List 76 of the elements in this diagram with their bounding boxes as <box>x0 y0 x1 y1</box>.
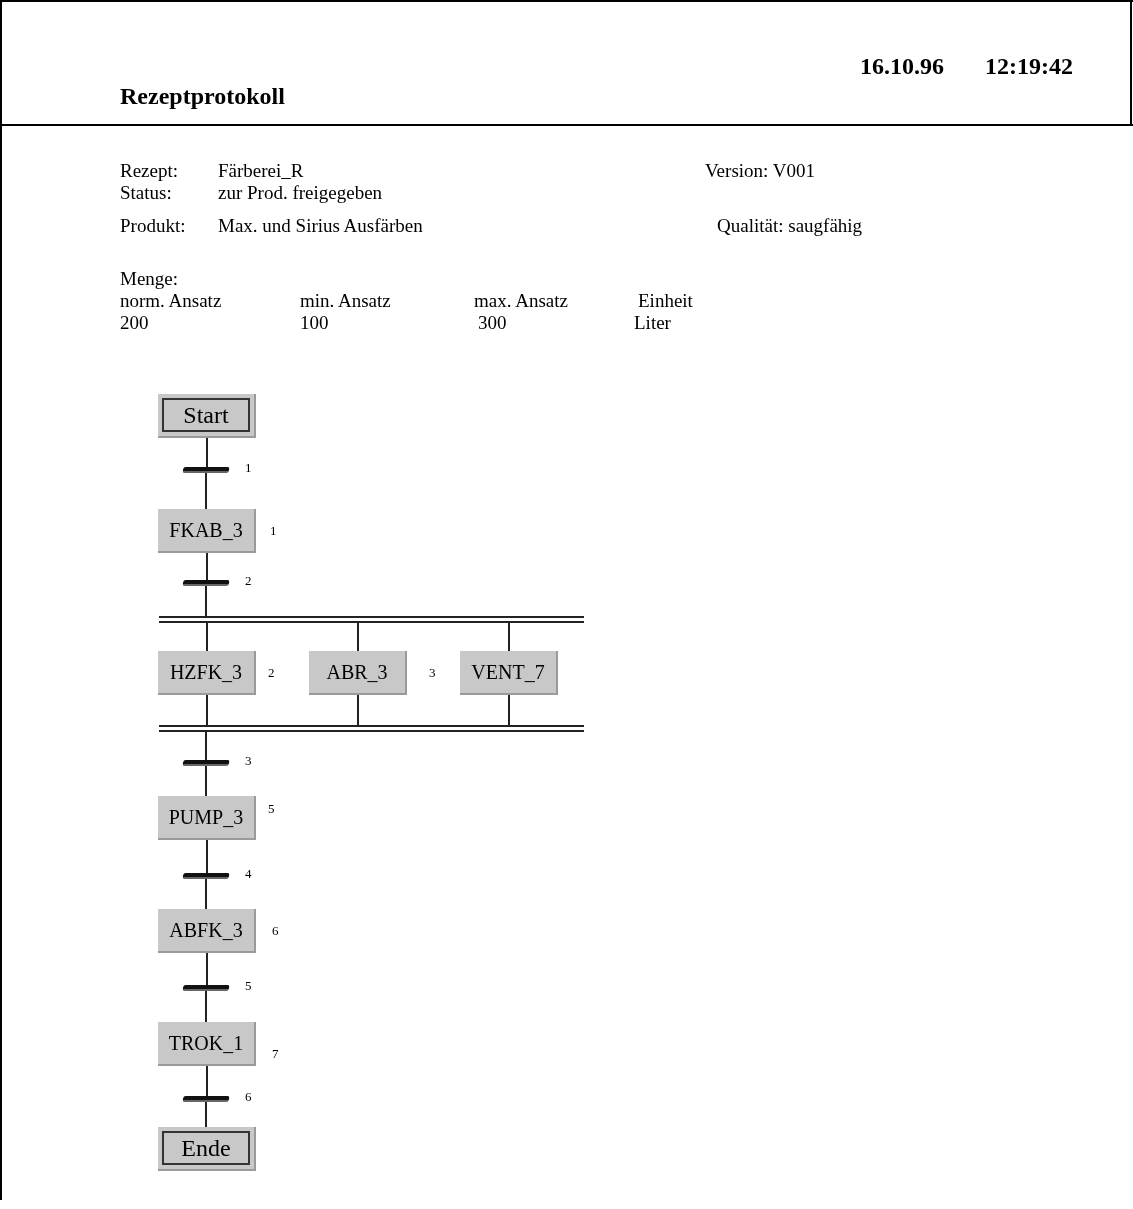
step-box <box>158 909 256 953</box>
field-text: 100 <box>300 312 329 334</box>
field-text: Menge: <box>120 268 179 290</box>
connector-line <box>206 622 208 652</box>
field-text: Version: V001 <box>705 160 815 182</box>
field-text: max. Ansatz <box>474 290 568 312</box>
connector-line <box>205 585 207 617</box>
step-box <box>309 651 407 695</box>
transition-bar <box>182 467 230 473</box>
connector-line <box>206 694 208 726</box>
connector-line <box>508 622 510 652</box>
connector-line <box>206 839 208 874</box>
step-label: Start <box>162 398 250 432</box>
step-number: 3 <box>429 665 436 680</box>
field-text: zur Prod. freigegeben <box>218 182 383 204</box>
field-text: Rezept: <box>120 160 179 182</box>
terminal-step-box <box>158 394 256 438</box>
step-box <box>158 796 256 840</box>
step-label: HZFK_3 <box>169 660 243 684</box>
step-number: 2 <box>268 665 275 680</box>
step-number: 5 <box>245 978 252 993</box>
connector-line <box>357 694 359 726</box>
step-box <box>460 651 558 695</box>
step-number: 3 <box>245 753 252 768</box>
field-text: 300 <box>478 312 507 334</box>
step-label: VENT_7 <box>471 660 545 684</box>
transition-bar <box>182 873 230 879</box>
connector-line <box>206 552 208 581</box>
step-label: ABFK_3 <box>169 918 243 942</box>
field-text: Status: <box>120 182 172 204</box>
connector-line <box>205 878 207 910</box>
step-number: 1 <box>270 523 277 538</box>
step-label: FKAB_3 <box>169 518 243 542</box>
field-text: 200 <box>120 312 149 334</box>
step-box <box>158 1022 256 1066</box>
step-number: 7 <box>272 1046 279 1061</box>
connector-line <box>205 731 207 761</box>
step-number: 5 <box>268 801 275 816</box>
field-text: norm. Ansatz <box>120 290 222 312</box>
step-number: 6 <box>272 923 279 938</box>
field-text: min. Ansatz <box>300 290 391 312</box>
step-box <box>158 651 256 695</box>
transition-bar <box>182 985 230 991</box>
connector-line <box>206 952 208 986</box>
step-label: PUMP_3 <box>168 805 244 829</box>
step-number: 1 <box>245 460 252 475</box>
field-text: Produkt: <box>120 215 186 237</box>
connector-line <box>205 990 207 1023</box>
field-text: Färberei_R <box>218 160 304 182</box>
transition-bar <box>182 580 230 586</box>
step-number: 2 <box>245 573 252 588</box>
step-label: TROK_1 <box>168 1031 244 1055</box>
step-label: ABR_3 <box>326 660 388 684</box>
field-text: Qualität: saugfähig <box>717 215 863 237</box>
transition-bar <box>182 1096 230 1102</box>
step-number: 6 <box>245 1089 252 1104</box>
parallel-branch-double-line <box>159 725 584 732</box>
header-text: 16.10.96 <box>860 52 944 80</box>
field-text: Max. und Sirius Ausfärben <box>218 215 423 237</box>
step-number: 4 <box>245 866 252 881</box>
field-text: Einheit <box>638 290 693 312</box>
field-text: Liter <box>634 312 671 334</box>
step-label: Ende <box>162 1131 250 1165</box>
connector-line <box>206 1065 208 1097</box>
connector-line <box>205 1101 207 1128</box>
connector-line <box>206 437 208 468</box>
connector-line <box>205 765 207 797</box>
step-box <box>158 509 256 553</box>
transition-bar <box>182 760 230 766</box>
connector-line <box>508 694 510 726</box>
connector-line <box>357 622 359 652</box>
header-text: 12:19:42 <box>985 52 1073 80</box>
connector-line <box>205 472 207 510</box>
terminal-step-box <box>158 1127 256 1171</box>
parallel-branch-double-line <box>159 616 584 623</box>
title: Rezeptprotokoll <box>120 82 285 110</box>
